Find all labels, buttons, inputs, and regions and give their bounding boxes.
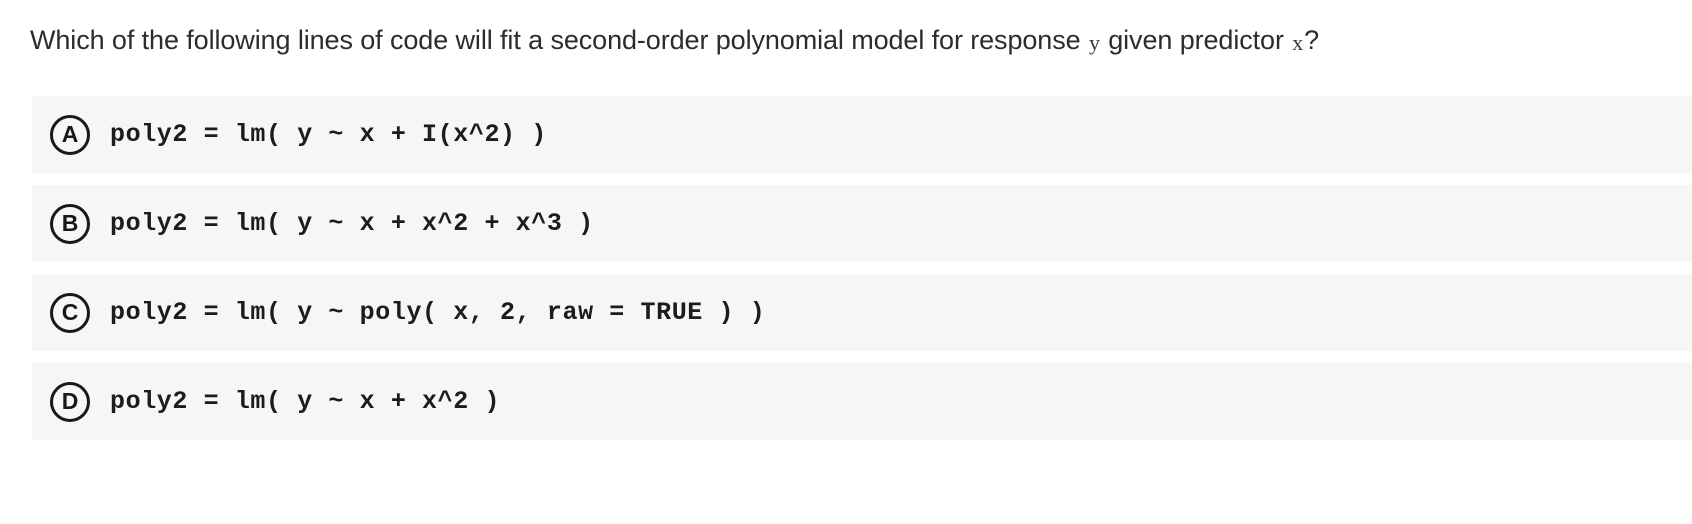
question-text: Which of the following lines of code wil… [30,20,1670,62]
question-middle: given predictor [1100,25,1292,55]
option-code-c: poly2 = lm( y ~ poly( x, 2, raw = TRUE )… [110,298,766,327]
question-suffix: ? [1304,25,1320,55]
answer-options-list: A poly2 = lm( y ~ x + I(x^2) ) B poly2 =… [32,96,1692,452]
answer-option-b[interactable]: B poly2 = lm( y ~ x + x^2 + x^3 ) [32,185,1692,262]
option-marker-c[interactable]: C [50,292,90,333]
math-variable-y: y [1088,30,1100,55]
option-code-b: poly2 = lm( y ~ x + x^2 + x^3 ) [110,209,594,238]
option-marker-b[interactable]: B [50,203,90,244]
option-code-d: poly2 = lm( y ~ x + x^2 ) [110,387,501,416]
answer-option-a[interactable]: A poly2 = lm( y ~ x + I(x^2) ) [32,96,1692,173]
option-code-a: poly2 = lm( y ~ x + I(x^2) ) [110,120,547,149]
answer-option-c[interactable]: C poly2 = lm( y ~ poly( x, 2, raw = TRUE… [32,274,1692,351]
answer-option-d[interactable]: D poly2 = lm( y ~ x + x^2 ) [32,363,1692,440]
option-marker-d[interactable]: D [50,381,90,422]
option-marker-a[interactable]: A [50,114,90,155]
math-variable-x: x [1292,30,1304,55]
question-prefix: Which of the following lines of code wil… [30,25,1088,55]
